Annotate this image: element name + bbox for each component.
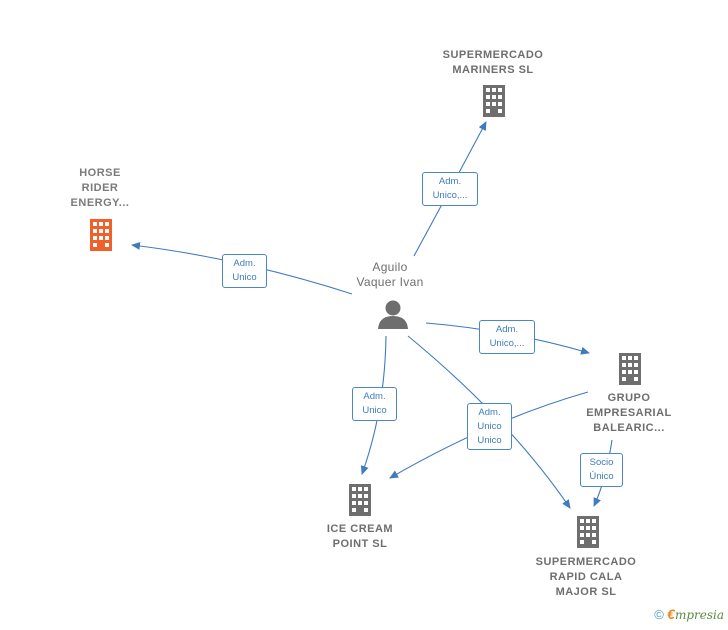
person-icon [378,300,408,329]
node-label-mariners[interactable]: SUPERMERCADO MARINERS SL [442,49,544,76]
edge-label-mariners[interactable]: Adm. Unico,... [422,172,478,206]
building-icon-rapid [577,516,599,548]
building-icon-horse [90,219,112,251]
node-label-person[interactable]: Aguilo Vaquer Ivan [356,260,424,289]
edge-label-grupo[interactable]: Adm. Unico,... [479,320,535,354]
brand-name: mpresia [674,608,724,622]
edge-label-icecream[interactable]: Adm. Unico [352,387,397,421]
edge-label-socio[interactable]: Socio Único [580,453,623,487]
building-icon-grupo [619,353,641,385]
building-icon-mariners [483,85,505,117]
brand-logo-initial: € [667,606,675,622]
copyright-icon: © [654,607,664,622]
brand-footer: © €mpresia [654,606,724,622]
node-label-horse[interactable]: HORSE RIDER ENERGY... [70,167,130,209]
node-label-icecream[interactable]: ICE CREAM POINT SL [326,523,394,550]
node-label-grupo[interactable]: GRUPO EMPRESARIAL BALEARIC... [586,392,672,434]
building-icon-icecream [349,484,371,516]
edge-label-horse[interactable]: Adm. Unico [222,254,267,288]
edge-label-rapid[interactable]: Adm. Unico Unico [467,403,512,450]
node-label-rapid[interactable]: SUPERMERCADO RAPID CALA MAJOR SL [535,556,637,598]
